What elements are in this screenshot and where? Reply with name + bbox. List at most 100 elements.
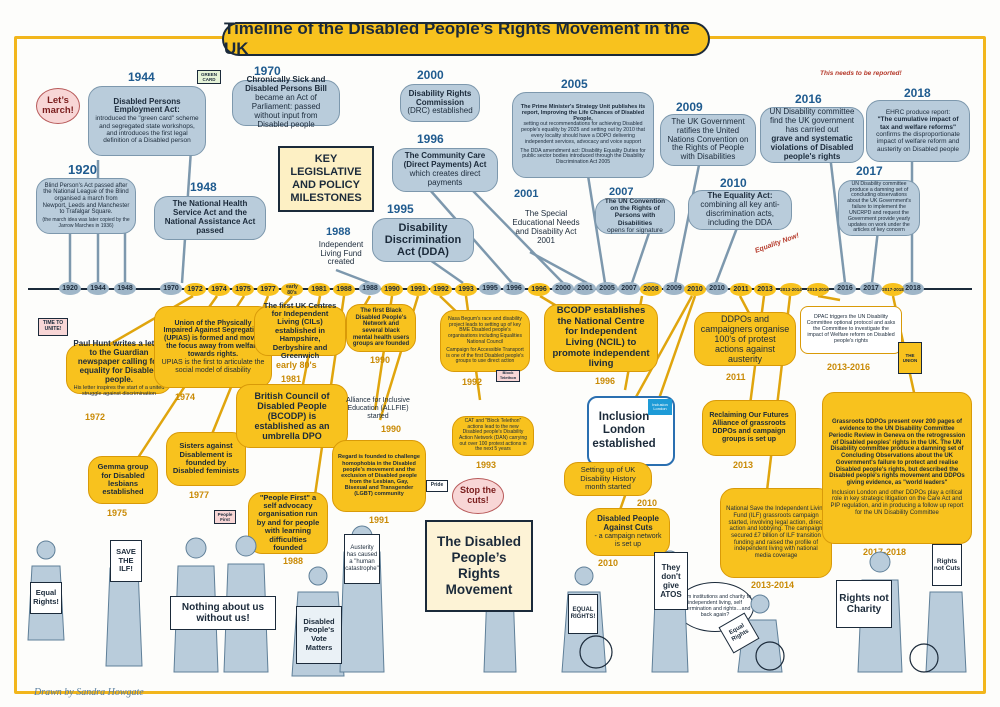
- movement-1988: "People First" a self advocacy organisat…: [248, 492, 328, 554]
- movement-1996: BCODP establishes the National Centre fo…: [544, 304, 658, 372]
- green-card-sign: GREEN CARD: [197, 70, 221, 84]
- year-label-2017-2018: 2017-2018: [863, 547, 907, 557]
- axis-year-1993: 1993: [455, 283, 477, 296]
- axis-year-1944: 1944: [87, 282, 109, 295]
- movement-2017-2018-text: Inclusion London and other DDPOs play a …: [830, 489, 964, 516]
- axis-year-2016: 2016: [834, 282, 856, 295]
- event-2005-head: The Prime Minister's Strategy Unit publi…: [520, 103, 646, 123]
- event-1995-head: Disability Discrimination Act (DDA): [384, 221, 462, 259]
- axis-year-2018: 2018: [902, 282, 924, 295]
- axis-year-2010: 2010: [706, 282, 728, 295]
- axis-year-1920: 1920: [59, 282, 81, 295]
- year-label-1944: 1944: [128, 70, 155, 84]
- movement-1990b-text: Alliance for Inclusive Education (ALLFIE…: [346, 397, 410, 420]
- movement-1991-text: Regard is founded to challenge homophobi…: [338, 454, 420, 498]
- vote-matters-sign: Disabled People's Vote Matters: [296, 606, 342, 664]
- movement-1974-head: Union of the Physically Impaired Against…: [163, 319, 263, 358]
- axis-year-1975: 1975: [232, 283, 254, 296]
- movement-2013-2016-text: DPAC triggers the UN Disability Committe…: [806, 314, 896, 344]
- movement-2008-text: Inclusion London established: [592, 411, 656, 450]
- movement-2013-2014: National Save the Independent Living Fun…: [720, 488, 832, 578]
- year-label-2009: 2009: [676, 100, 703, 114]
- event-2009-text: The UK Government ratifies the United Na…: [667, 116, 749, 162]
- block-telethon-sign: Block Telethon: [496, 370, 520, 382]
- axis-year-2009: 2009: [663, 282, 685, 295]
- stop-cuts-bubble: Stop the cuts!: [452, 478, 504, 514]
- movement-1996-text: BCODP establishes the National Centre fo…: [552, 305, 650, 370]
- event-1948-head: The National Health Service Act and the …: [164, 199, 256, 226]
- movement-2010b-head: Disabled People Against Cuts: [597, 514, 659, 533]
- axis-year-2008b: 2008: [640, 283, 662, 296]
- axis-year-2010b: 2010: [684, 283, 706, 296]
- year-label-2010b: 2010: [598, 558, 619, 568]
- axis-year-2017: 2017: [860, 282, 882, 295]
- movement-2013-2016: DPAC triggers the UN Disability Committe…: [800, 306, 902, 354]
- axis-year-2013-2014: 2013-2014: [780, 283, 802, 296]
- year-label-2010: 2010: [720, 176, 747, 190]
- event-1988-text: Independent Living Fund created: [318, 239, 364, 267]
- movement-2011: DDPOs and campaigners organise 100's of …: [694, 312, 796, 366]
- movement-2013-text: Reclaiming Our Futures Alliance of grass…: [709, 412, 789, 443]
- axis-year-1996: 1996: [503, 282, 525, 295]
- event-2018: EHRC produce report: "The cumulative imp…: [866, 100, 970, 162]
- event-1944-text: introduced the "green card" scheme and s…: [95, 115, 199, 145]
- year-label-2001: 2001: [514, 188, 539, 200]
- movement-1981: British Council of Disabled People (BCOD…: [236, 384, 348, 448]
- event-2001: The Special Educational Needs and Disabi…: [506, 205, 586, 251]
- event-2018-text2: confirms the disproportionate impact of …: [876, 131, 960, 153]
- year-label-1974: 1974: [175, 392, 196, 402]
- movement-1988-text: "People First" a self advocacy organisat…: [256, 492, 320, 552]
- axis-year-1981: 1981: [308, 283, 330, 296]
- event-1988: Independent Living Fund created: [306, 238, 376, 270]
- year-label-1970: 1970: [254, 64, 281, 78]
- event-1948-text: passed: [196, 225, 224, 235]
- axis-year-1948: 1948: [114, 282, 136, 295]
- year-label-1988: 1988: [326, 226, 351, 238]
- event-1948: The National Health Service Act and the …: [154, 196, 266, 240]
- event-2000-text: (DRC) established: [407, 106, 473, 116]
- nothing-about-us-sign: Nothing about us without us!: [170, 596, 276, 630]
- rights-not-charity-sign: Rights not Charity: [836, 580, 892, 628]
- event-2010: The Equality Act: combining all key anti…: [688, 190, 792, 230]
- axis-year-2017-2018: 2017-2018: [882, 283, 904, 296]
- movement-1992-sub: Campaign for Accessible Transport is one…: [446, 347, 524, 365]
- axis-year-early-80s: early 80's: [281, 283, 303, 296]
- atos-sign: They don't give ATOS: [654, 552, 688, 610]
- year-label-2013-2016: 2013-2016: [827, 362, 871, 372]
- event-2005-sub: The DDA amendment act: Disability Equali…: [520, 147, 646, 166]
- year-label-2017: 2017: [856, 164, 883, 178]
- year-label-2013-2014: 2013-2014: [751, 580, 795, 590]
- event-1996: The Community Care (Direct Payments) Act…: [392, 148, 498, 192]
- movement-1977-text: Sisters against Disablement is founded b…: [172, 441, 240, 476]
- event-2016-text: UN Disability committee find the UK gove…: [769, 107, 855, 135]
- axis-year-1995: 1995: [479, 282, 501, 295]
- axis-year-2013-2016: 2013-2016: [807, 283, 829, 296]
- axis-year-2007: 2007: [618, 282, 640, 295]
- event-2010-text: combining all key anti-discrimination ac…: [700, 200, 780, 227]
- movement-1993: CAT and "Block Telethon" actions lead to…: [452, 416, 534, 456]
- movement-2017-2018: Grassroots DDPOs present over 200 pages …: [822, 392, 972, 544]
- year-label-1990b: 1990: [381, 424, 402, 434]
- movement-2013: Reclaiming Our Futures Alliance of grass…: [702, 400, 796, 456]
- event-2007: The UN Convention on the Rights of Perso…: [595, 198, 675, 234]
- time-to-unite-sign: TIME TO UNITE!: [38, 318, 68, 336]
- union-sign: THE UNION: [898, 342, 922, 374]
- people-first-sign: People First: [214, 510, 236, 524]
- event-2018-head: "The cumulative impact of tax and welfar…: [877, 116, 959, 131]
- event-1920: Blind Person's Act passed after the Nati…: [36, 178, 136, 234]
- movement-2011-text: DDPOs and campaigners organise 100's of …: [700, 313, 790, 365]
- axis-year-1974: 1974: [208, 283, 230, 296]
- equal-rights-sign-2: EQUAL RIGHTS!: [568, 594, 598, 634]
- year-label-2007: 2007: [609, 186, 634, 198]
- event-2001-text: The Special Educational Needs and Disabi…: [512, 209, 580, 245]
- axis-year-2000: 2000: [552, 282, 574, 295]
- movement-2017-2018-head: Grassroots DDPOs present over 200 pages …: [828, 419, 966, 486]
- year-label-2000: 2000: [417, 68, 444, 82]
- movement-2010a: Setting up of UK Disability History mont…: [564, 462, 652, 496]
- axis-year-1992: 1992: [430, 283, 452, 296]
- year-label-1977: 1977: [189, 490, 210, 500]
- axis-year-2005: 2005: [596, 282, 618, 295]
- movement-1975: Gemma group for Disabled lesbians establ…: [88, 456, 158, 504]
- axis-year-1988: 1988: [359, 282, 381, 295]
